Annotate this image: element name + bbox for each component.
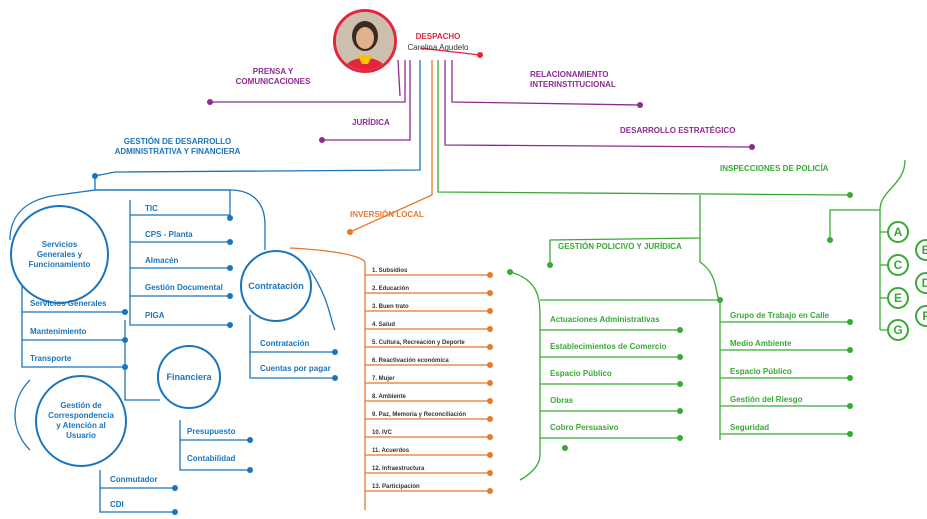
- despacho-photo: [333, 9, 397, 73]
- inspection-letter: D: [915, 272, 927, 294]
- policivo-left-item: Actuaciones Administrativas: [550, 315, 660, 324]
- inversion-item: 2. Educación: [372, 286, 410, 292]
- inspection-letter: G: [887, 319, 909, 341]
- policivo-right-item: Gestión del Riesgo: [730, 395, 803, 404]
- servicios-item: Mantenimiento: [30, 327, 87, 336]
- inversion-item: 10. IVC: [372, 430, 393, 436]
- despacho-name: Carolina Agudelo: [407, 43, 469, 52]
- policivo-right-item: Grupo de Trabajo en Calle: [730, 311, 830, 320]
- despacho-title: DESPACHO: [415, 32, 461, 41]
- policivo-left-item: Establecimientos de Comercio: [550, 342, 667, 351]
- inversion-item: 12. Infraestructura: [372, 466, 425, 472]
- gestion-admin-label: GESTIÓN DE DESARROLLO ADMINISTRATIVA Y F…: [114, 137, 241, 156]
- policivo-right-item: Seguridad: [730, 423, 770, 432]
- inspection-letter: E: [887, 287, 909, 309]
- servicios-bubble: Servicios Generales y Funcionamiento: [10, 205, 109, 304]
- inspection-letter: C: [887, 254, 909, 276]
- servicios-item: Transporte: [30, 354, 72, 363]
- servicios-item: Servicios Generales: [30, 299, 107, 308]
- inversion-item: 9. Paz, Memoria y Reconciliación: [372, 412, 467, 418]
- inversion-item: 4. Salud: [372, 322, 396, 328]
- prensa-label: PRENSA Y COMUNICACIONES: [235, 67, 311, 86]
- inversion-item: 13. Participación: [372, 484, 420, 490]
- tic-item: Gestión Documental: [145, 283, 223, 292]
- inversion-item: 3. Buen trato: [372, 304, 409, 310]
- contratacion-item: Cuentas por pagar: [260, 364, 331, 373]
- contratacion-bubble: Contratación: [240, 250, 312, 322]
- tic-item: PIGA: [145, 311, 165, 320]
- policivo-right-item: Espacio Público: [730, 367, 792, 376]
- correspondencia-item: CDI: [110, 500, 124, 509]
- correspondencia-bubble: Gestión de Correspondencia y Atención al…: [35, 375, 127, 467]
- inspection-letter: F: [915, 305, 927, 327]
- inversion-item: 7. Mujer: [372, 376, 395, 382]
- inversion-item: 6. Reactivación económica: [372, 358, 449, 364]
- tic-item: CPS - Planta: [145, 230, 193, 239]
- contratacion-item: Contratación: [260, 339, 310, 348]
- gestion-policivo-label: GESTIÓN POLICIVO Y JURÍDICA: [558, 242, 682, 251]
- policivo-left-item: Obras: [550, 396, 574, 405]
- inspection-letter: A: [887, 221, 909, 243]
- policivo-left-item: Espacio Público: [550, 369, 612, 378]
- juridica-label: JURÍDICA: [352, 118, 390, 127]
- tic-item: TIC: [145, 204, 158, 213]
- financiera-item: Contabilidad: [187, 454, 236, 463]
- tic-item: Almacén: [145, 256, 179, 265]
- inversion-label: INVERSIÓN LOCAL: [350, 210, 424, 219]
- policivo-left-item: Cobro Persuasivo: [550, 423, 619, 432]
- relacionamiento-label: RELACIONAMIENTO INTERINSTITUCIONAL: [530, 70, 616, 89]
- inversion-item: 5. Cultura, Recreación y Deporte: [372, 340, 465, 346]
- inspecciones-label: INSPECCIONES DE POLICÍA: [720, 164, 829, 173]
- inversion-item: 1. Subsidios: [372, 268, 408, 274]
- inspection-letter: B: [915, 239, 927, 261]
- policivo-right-item: Medio Ambiente: [730, 339, 792, 348]
- inversion-item: 11. Acuerdos: [372, 448, 410, 454]
- financiera-item: Presupuesto: [187, 427, 236, 436]
- correspondencia-item: Conmutador: [110, 475, 158, 484]
- inversion-item: 8. Ambiente: [372, 394, 406, 400]
- financiera-bubble: Financiera: [157, 345, 221, 409]
- desarrollo-label: DESARROLLO ESTRATÉGICO: [620, 126, 736, 135]
- person-icon: [336, 12, 394, 70]
